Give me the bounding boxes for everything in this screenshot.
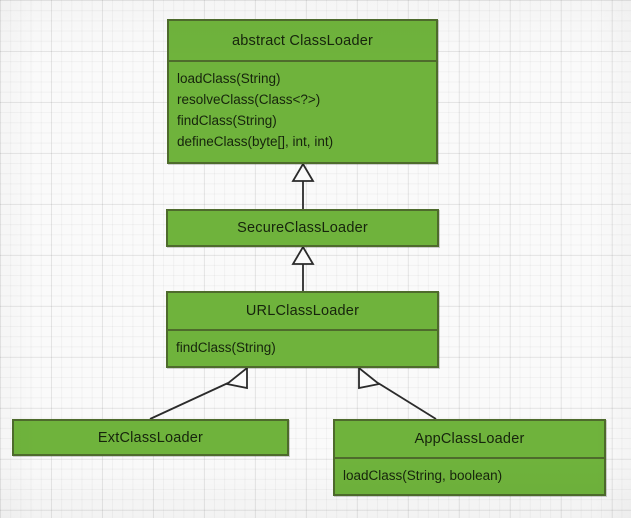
class-members-urlclassloader: findClass(String) (168, 331, 437, 364)
class-members-classloader: loadClass(String) resolveClass(Class<?>)… (169, 62, 436, 158)
class-member: defineClass(byte[], int, int) (177, 134, 334, 149)
class-box-secureclassloader[interactable]: SecureClassLoader (166, 209, 439, 247)
generalization-arrowhead-secureclassloader (291, 245, 315, 265)
class-box-appclassloader[interactable]: AppClassLoader loadClass(String, boolean… (333, 419, 606, 496)
class-title-urlclassloader: URLClassLoader (245, 303, 360, 319)
class-member: findClass(String) (176, 340, 276, 355)
class-members-appclassloader: loadClass(String, boolean) (335, 459, 604, 492)
class-member: loadClass(String, boolean) (343, 468, 503, 483)
generalization-arrowhead-urlclassloader-left (224, 366, 248, 390)
class-member: loadClass(String) (177, 71, 281, 86)
class-box-extclassloader[interactable]: ExtClassLoader (12, 419, 289, 456)
class-title-appclassloader: AppClassLoader (414, 431, 525, 447)
class-divider-classloader (169, 60, 436, 62)
class-box-classloader[interactable]: abstract ClassLoader loadClass(String) r… (167, 19, 438, 164)
edge-extclassloader-to-urlclassloader (149, 382, 229, 420)
generalization-arrowhead-urlclassloader-right (358, 366, 382, 390)
class-title-secureclassloader: SecureClassLoader (237, 220, 368, 236)
class-box-urlclassloader[interactable]: URLClassLoader findClass(String) (166, 291, 439, 368)
edge-appclassloader-to-urlclassloader (377, 382, 437, 420)
generalization-arrowhead-classloader (291, 162, 315, 182)
class-title-classloader: abstract ClassLoader (231, 32, 373, 49)
class-member: resolveClass(Class<?>) (177, 92, 321, 107)
class-divider-urlclassloader (168, 329, 437, 331)
class-title-extclassloader: ExtClassLoader (97, 429, 204, 446)
class-member: findClass(String) (177, 113, 277, 128)
class-divider-appclassloader (335, 457, 604, 459)
